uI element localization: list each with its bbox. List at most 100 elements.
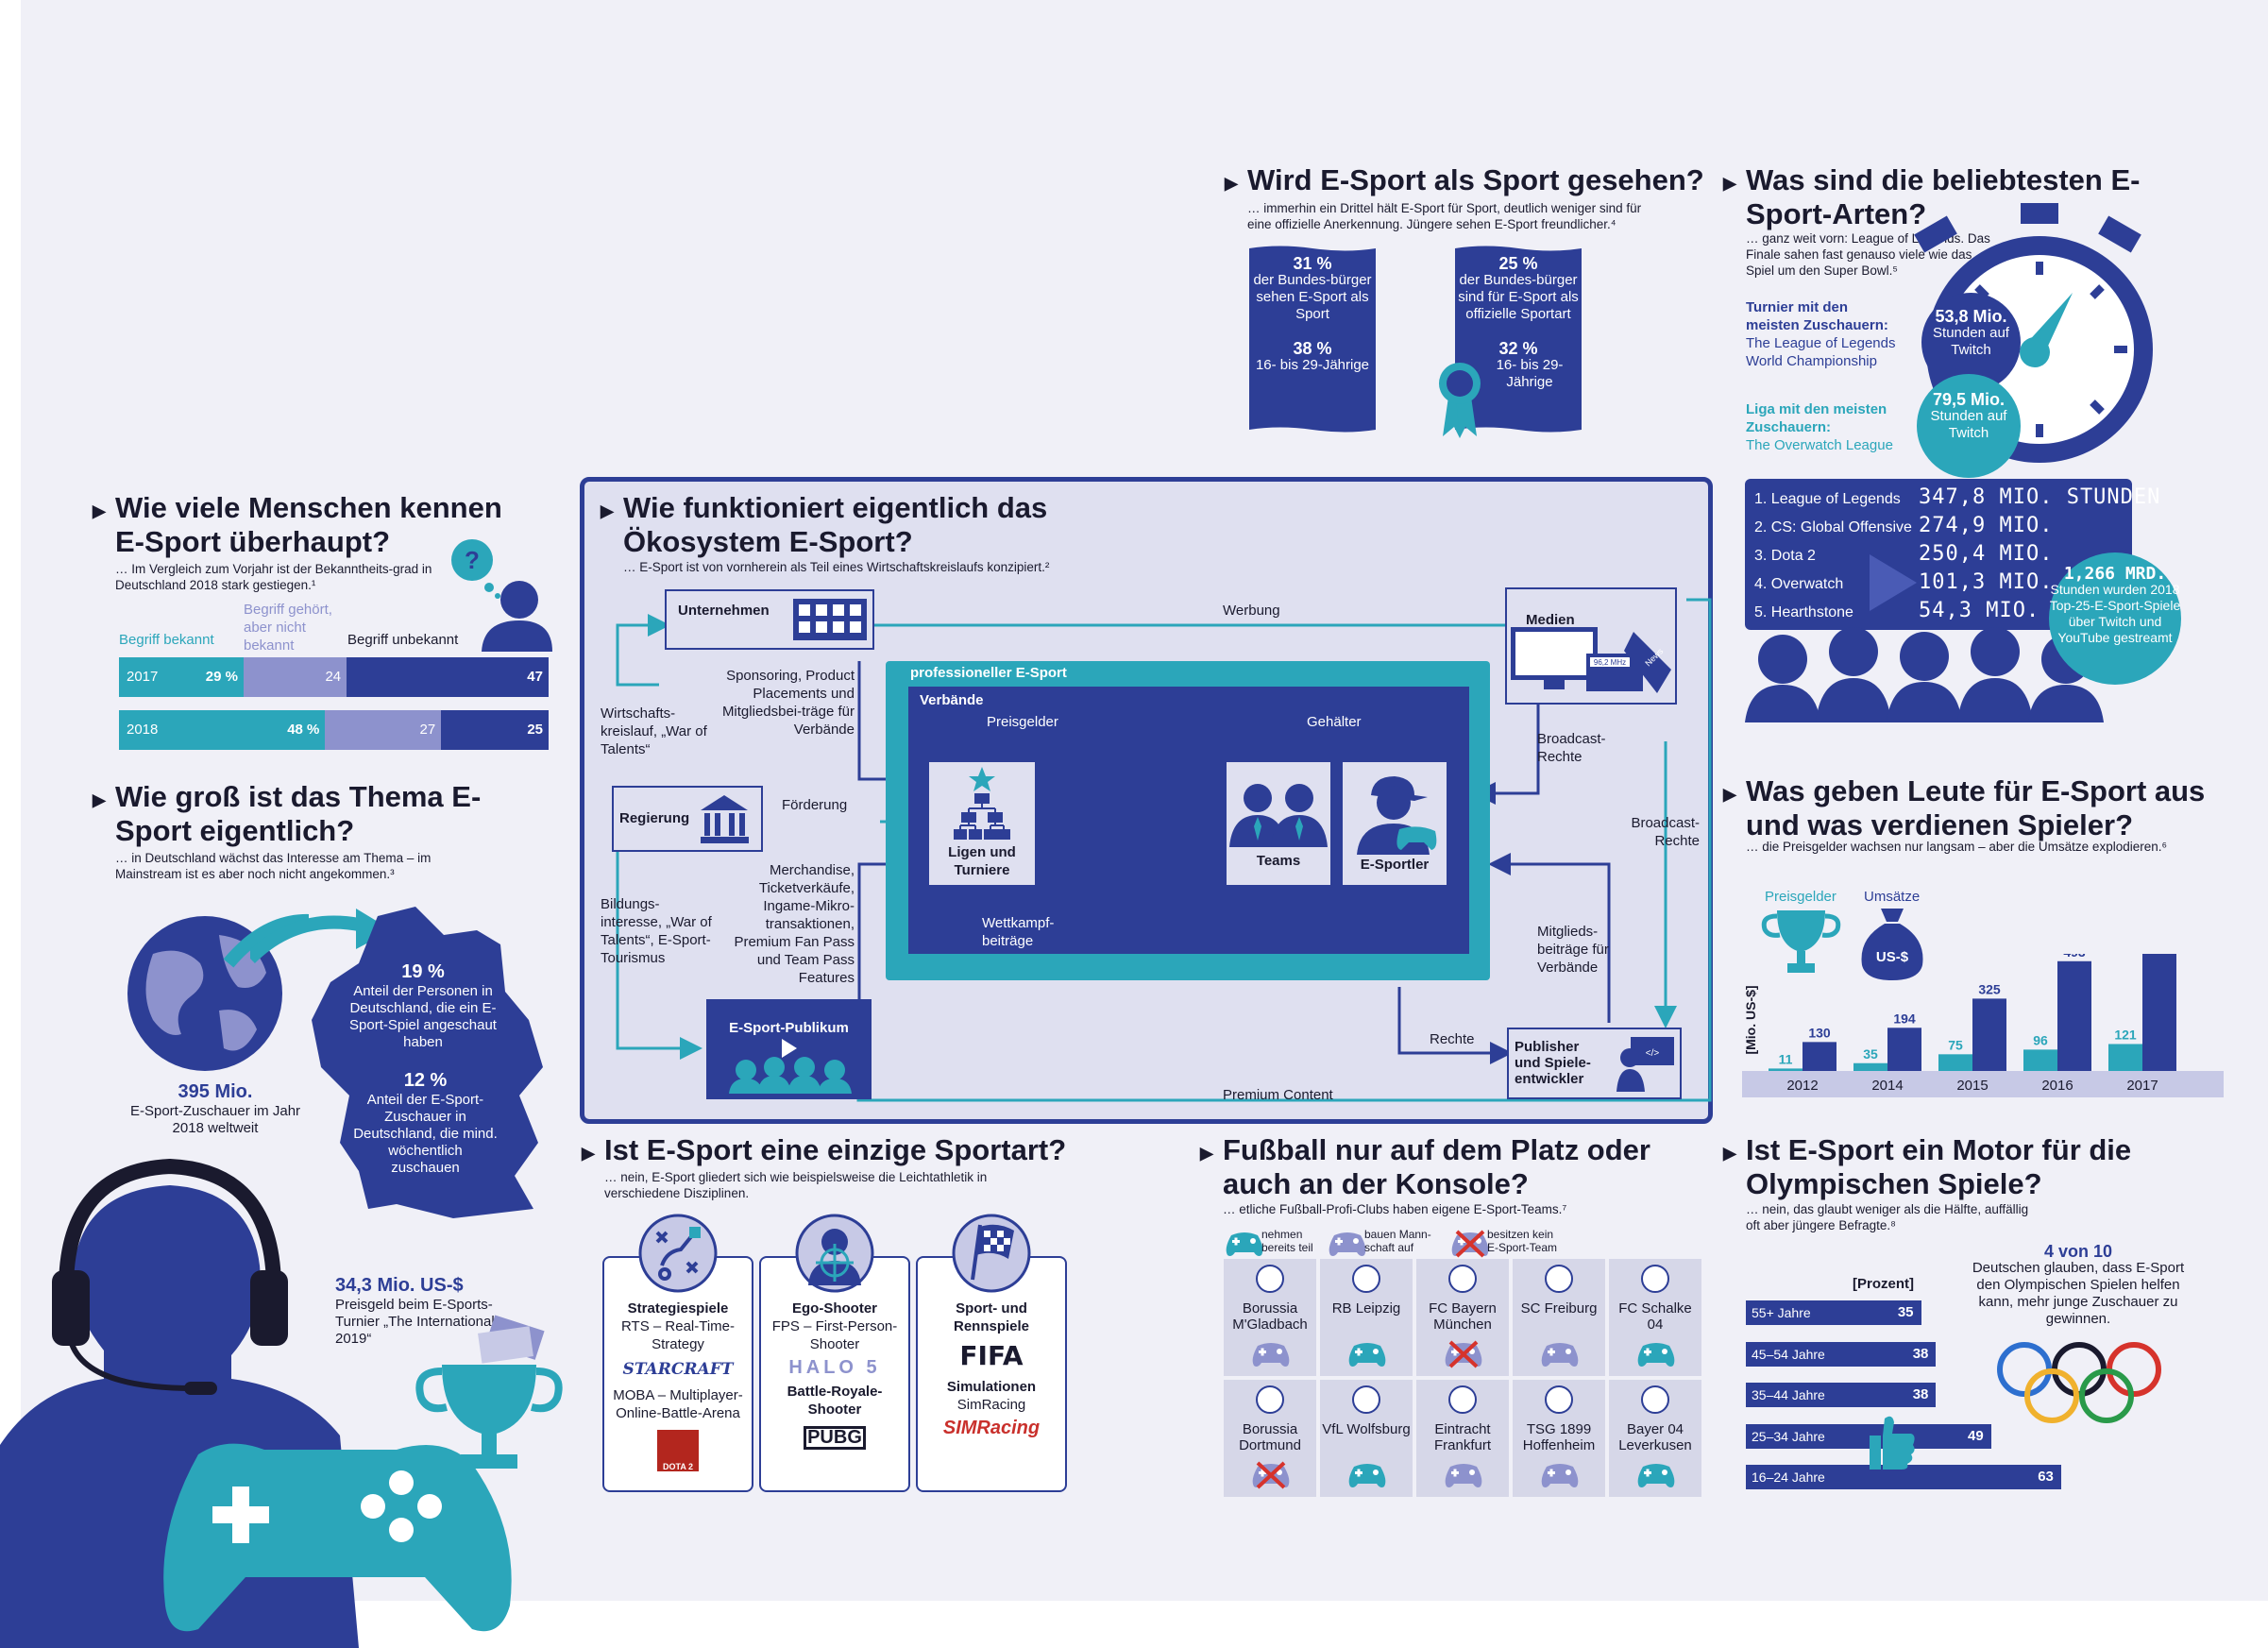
club-logo <box>1545 1265 1573 1293</box>
pubg-logo: PUBG <box>804 1426 866 1450</box>
building-icon <box>793 599 867 640</box>
bar-year: 2017 <box>127 669 159 685</box>
banner-shape-1 <box>1249 246 1376 433</box>
trophy-icon <box>1761 910 1841 973</box>
label-prize-2017: 121 <box>2114 1027 2137 1042</box>
lbl-premium: Premium Content <box>1223 1087 1333 1103</box>
dota-logo: DOTA 2 <box>657 1430 699 1471</box>
money-bag-icon: US-$ <box>1861 909 1923 980</box>
label-prize-2015: 75 <box>1948 1037 1963 1052</box>
club-logo <box>1641 1385 1669 1414</box>
radio-frequency: 96,2 MHz <box>1594 658 1626 667</box>
tick-2014: 2014 <box>1871 1078 1903 1094</box>
ranking-value: 101,3 MIO. <box>1919 570 2054 594</box>
s5-title: Wie funktioniert eigentlich das Ökosyste… <box>601 491 1076 559</box>
developer-icon: </> <box>1616 1037 1674 1092</box>
legend-text: besitzen kein E-Sport-Team <box>1487 1228 1558 1254</box>
club-controller-icon <box>1252 1461 1290 1489</box>
club-controller-icon <box>1348 1464 1386 1487</box>
bar-heard-value: 27 <box>419 722 436 738</box>
club-name: Bayer 04 Leverkusen <box>1618 1421 1692 1453</box>
y-axis-label: [Mio. US-$] <box>1743 985 1758 1054</box>
s6-subtitle: … die Preisgelder wachsen nur langsam – … <box>1746 840 2168 854</box>
ranking-value: 250,4 MIO. <box>1919 542 2054 566</box>
tick-2017: 2017 <box>2126 1078 2158 1094</box>
lbl-rechte: Rechte <box>1430 1031 1475 1047</box>
legend-controller-icon <box>1226 1232 1263 1256</box>
legend-controller-icon <box>1451 1230 1489 1258</box>
bar-prize-2017 <box>2108 1044 2142 1071</box>
s3-title: Wird E-Sport als Sport gesehen? <box>1225 163 1738 200</box>
germany-map-icon <box>312 907 543 1218</box>
bar-revenue-2015 <box>1972 998 2006 1071</box>
de-stat-1: 19 % Anteil der Personen in Deutschland,… <box>349 961 497 1050</box>
tick-2015: 2015 <box>1956 1078 1988 1094</box>
label-prize-2012: 11 <box>1779 1051 1793 1066</box>
ranking-value: 347,8 MIO. STUNDEN <box>1919 485 2161 509</box>
lbl-broadcast2: Broadcast-Rechte <box>1631 815 1700 849</box>
bar-unknown: 47 <box>347 657 549 697</box>
legend-text: bauen Mann-schaft auf <box>1364 1228 1431 1254</box>
legend-controller-icon <box>1329 1232 1366 1256</box>
bar-heard: 24 <box>243 657 347 697</box>
club-logo <box>1352 1265 1380 1293</box>
club-name: Borussia M'Gladbach <box>1232 1300 1308 1333</box>
legend-text: nehmen bereits teil <box>1261 1228 1313 1254</box>
strategy-icon <box>638 1214 718 1293</box>
de-stat-2: 12 % Anteil der E-Sport-Zuschauer in Deu… <box>353 1070 498 1176</box>
club-name: SC Freiburg <box>1520 1300 1598 1317</box>
bar-revenue-2017 <box>2142 954 2176 1071</box>
club-logo <box>1352 1385 1380 1414</box>
club-cell: Borussia Dortmund <box>1224 1380 1316 1497</box>
olympic-bar-label: 25–34 Jahre <box>1752 1428 1825 1444</box>
s7-subtitle: … nein, E-Sport gliedert sich wie beispi… <box>604 1170 988 1200</box>
bar-unknown: 25 <box>441 710 549 750</box>
s2-title: Wie groß ist das Thema E-Sport eigentlic… <box>93 780 512 848</box>
club-name: RB Leipzig <box>1331 1300 1401 1317</box>
prize-stat: 34,3 Mio. US-$ Preisgeld beim E-Sports-T… <box>335 1275 495 1347</box>
esport-player-icon <box>1357 776 1437 855</box>
olympic-bar-value: 35 <box>1897 1304 1914 1320</box>
label-revenue-2014: 194 <box>1893 1011 1916 1026</box>
club-cell: VfL Wolfsburg <box>1320 1380 1413 1497</box>
label-prize-2014: 35 <box>1863 1046 1878 1062</box>
trophy-money-icon <box>415 1315 563 1469</box>
club-name: Borussia Dortmund <box>1239 1421 1301 1453</box>
x-axis-band <box>1742 1071 2224 1097</box>
s5-subtitle: … E-Sport ist von vornherein als Teil ei… <box>623 560 1050 574</box>
ranking-label: 1. League of Legends <box>1754 491 1901 507</box>
tournament-name: The League of Legends World Championship <box>1746 335 1896 369</box>
club-name: FC Bayern München <box>1429 1300 1497 1333</box>
government-icon <box>701 795 749 843</box>
s6-title: Was geben Leute für E-Sport aus und was … <box>1723 774 2218 842</box>
club-logo <box>1448 1385 1477 1414</box>
lbl-wettkampf: Wettkampf-beiträge <box>982 915 1055 949</box>
s2-subtitle: … in Deutschland wächst das Interesse am… <box>115 851 432 881</box>
world-stat: 395 Mio. E-Sport-Zuschauer im Jahr 2018 … <box>129 1081 301 1136</box>
bar-unknown-value: 25 <box>527 722 543 738</box>
club-name: FC Schalke 04 <box>1618 1300 1692 1333</box>
svg-text:</>: </> <box>1646 1048 1660 1059</box>
s1-subtitle: … Im Vergleich zum Vorjahr ist der Bekan… <box>115 562 432 592</box>
tick-2012: 2012 <box>1786 1078 1818 1094</box>
s4-title: Was sind die beliebtesten E-Sport-Arten? <box>1723 163 2142 231</box>
lbl-broadcast1: Broadcast-Rechte <box>1537 731 1606 765</box>
club-controller-icon <box>1637 1464 1675 1487</box>
club-logo <box>1641 1265 1669 1293</box>
team-icon <box>1229 784 1328 847</box>
club-name: VfL Wolfsburg <box>1322 1421 1411 1437</box>
starcraft-logo: STARCRAFT <box>622 1360 734 1379</box>
bar-known-value: 29 % <box>205 669 238 685</box>
lbl-merch: Merchandise, Ticketverkäufe, Ingame-Mikr… <box>734 862 855 986</box>
club-controller-icon <box>1348 1343 1386 1367</box>
label-prize-2016: 96 <box>2033 1032 2048 1047</box>
ranking-label: 3. Dota 2 <box>1754 548 1816 564</box>
checkered-flag-icon <box>952 1214 1031 1293</box>
